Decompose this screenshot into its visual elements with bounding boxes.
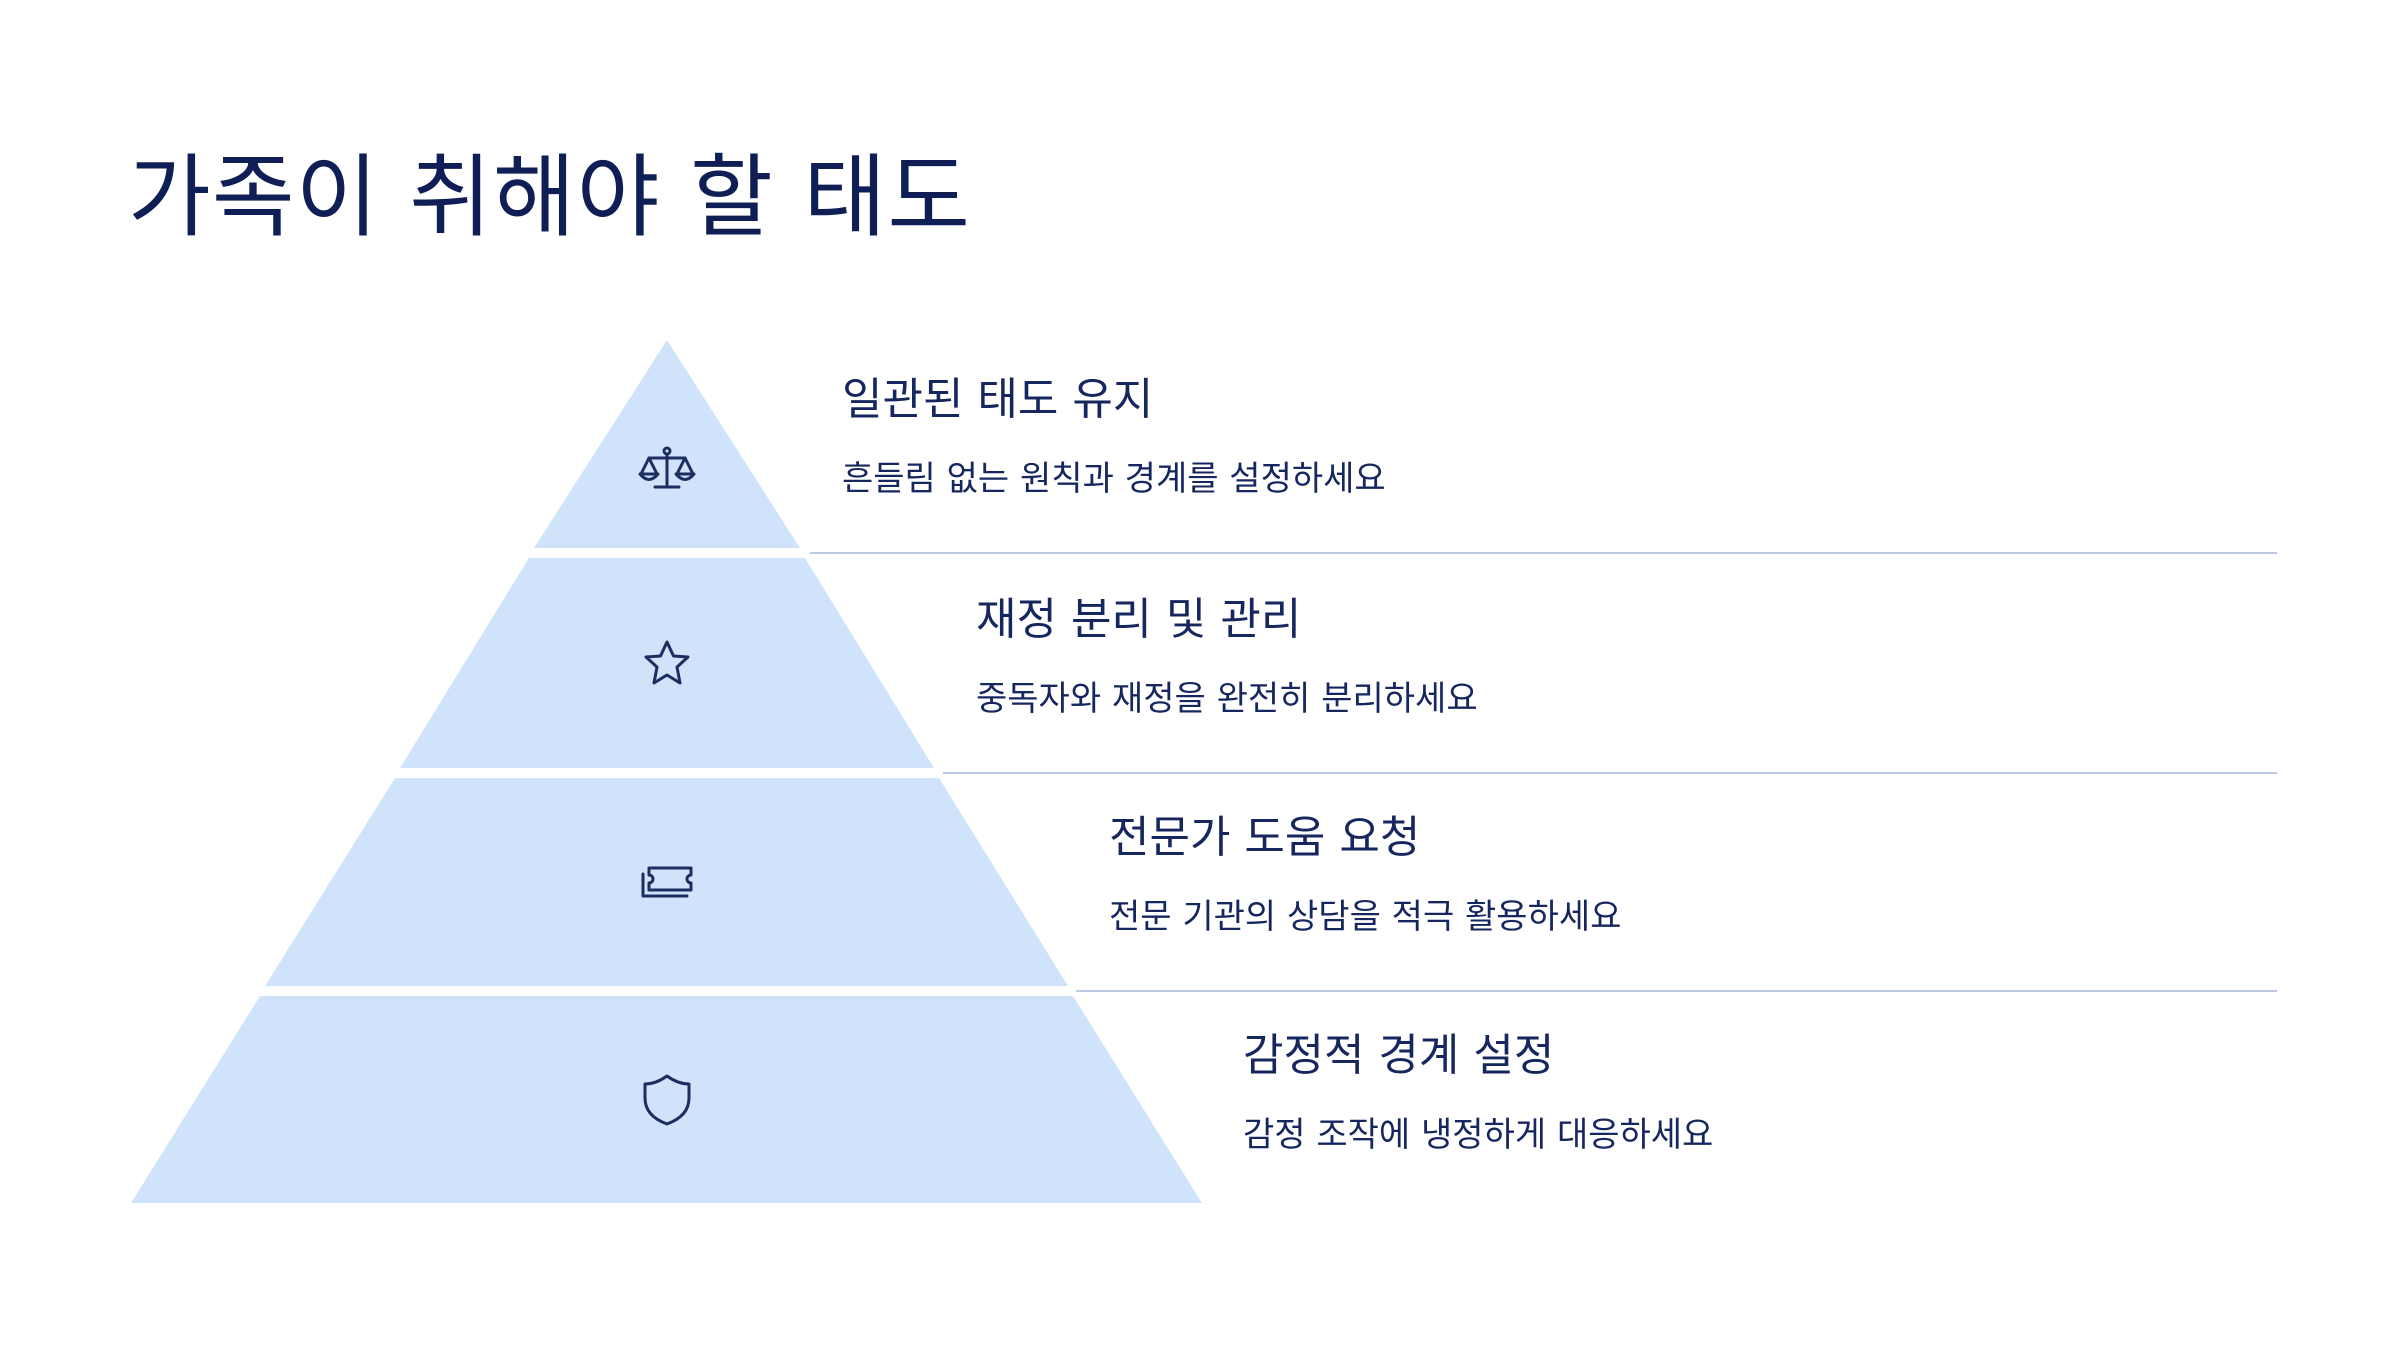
ticket-icon — [641, 866, 693, 898]
tier-2-text: 재정 분리 및 관리 중독자와 재정을 완전히 분리하세요 — [976, 594, 1478, 720]
tier-3-description: 전문 기관의 상담을 적극 활용하세요 — [1109, 896, 1622, 937]
pyramid-tier-2 — [400, 558, 934, 768]
tier-4-description: 감정 조작에 냉정하게 대응하세요 — [1243, 1114, 1714, 1155]
tier-4-text: 감정적 경계 설정 감정 조작에 냉정하게 대응하세요 — [1243, 1030, 1713, 1156]
tier-3-heading: 전문가 도움 요청 — [1109, 812, 1421, 863]
tier-1-description: 흔들림 없는 원칙과 경계를 설정하세요 — [842, 458, 1386, 499]
balance-scale-icon — [638, 446, 696, 489]
shield-icon — [643, 1074, 691, 1126]
tier-2-description: 중독자와 재정을 완전히 분리하세요 — [976, 678, 1478, 719]
tier-2-heading: 재정 분리 및 관리 — [976, 594, 1302, 645]
pyramid-tier-4 — [131, 996, 1202, 1203]
star-icon — [644, 640, 690, 685]
pyramid-tier-3 — [265, 778, 1068, 986]
pyramid-tier-1 — [534, 340, 800, 548]
tier-1-text: 일관된 태도 유지 흔들림 없는 원칙과 경계를 설정하세요 — [842, 374, 1386, 500]
tier-4-heading: 감정적 경계 설정 — [1243, 1030, 1555, 1081]
tier-3-text: 전문가 도움 요청 전문 기관의 상담을 적극 활용하세요 — [1109, 812, 1621, 938]
tier-1-heading: 일관된 태도 유지 — [842, 374, 1154, 425]
slide-title: 가족이 취해야 할 태도 — [128, 145, 972, 250]
